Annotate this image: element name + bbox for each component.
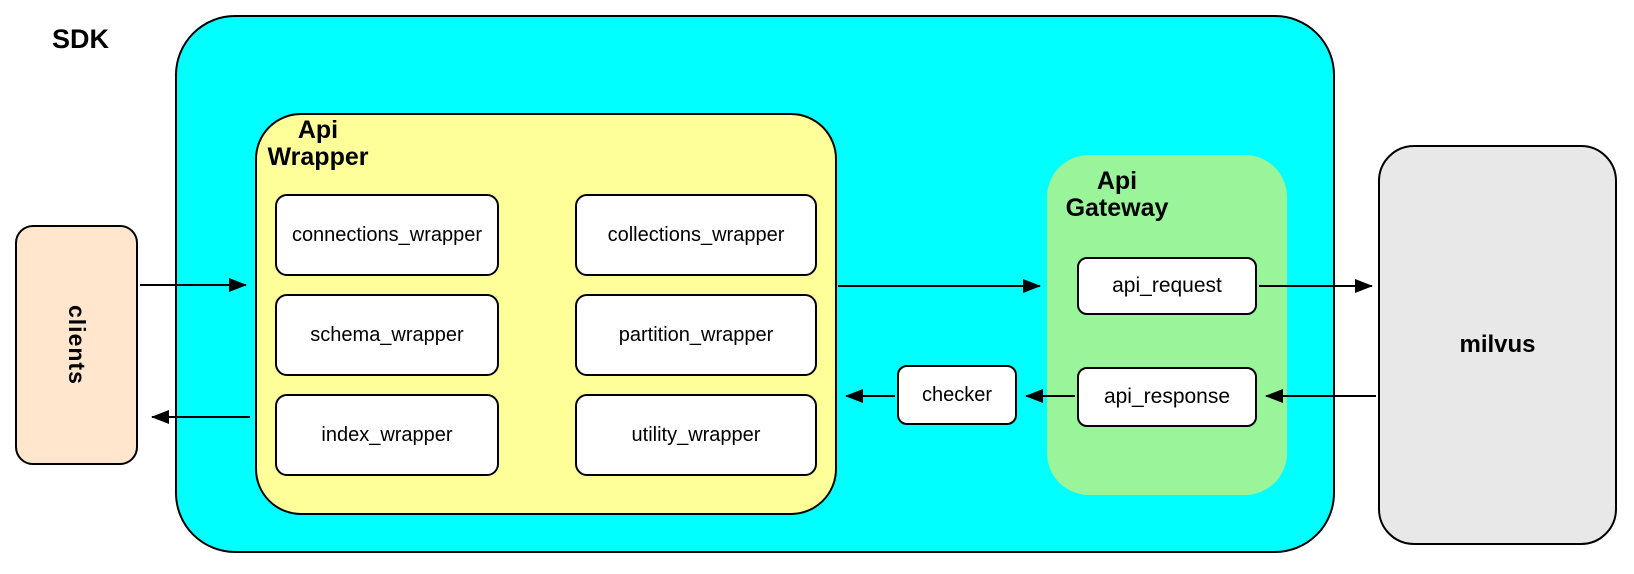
api-wrapper-modules: connections_wrapper collections_wrapper … bbox=[275, 194, 817, 476]
api-wrapper-label: Api Wrapper bbox=[267, 116, 369, 171]
milvus-node: milvus bbox=[1378, 145, 1617, 545]
module-collections-wrapper: collections_wrapper bbox=[575, 194, 817, 276]
module-utility-wrapper: utility_wrapper bbox=[575, 394, 817, 476]
checker-node: checker bbox=[897, 365, 1017, 425]
sdk-label: SDK bbox=[52, 24, 110, 54]
api-response-node: api_response bbox=[1077, 367, 1257, 427]
api-gateway-label: Api Gateway bbox=[1065, 167, 1169, 222]
api-gateway-container bbox=[1047, 155, 1287, 495]
clients-node: clients bbox=[15, 225, 138, 465]
module-connections-wrapper: connections_wrapper bbox=[275, 194, 499, 276]
clients-label: clients bbox=[64, 305, 90, 385]
module-partition-wrapper: partition_wrapper bbox=[575, 294, 817, 376]
module-index-wrapper: index_wrapper bbox=[275, 394, 499, 476]
module-schema-wrapper: schema_wrapper bbox=[275, 294, 499, 376]
api-request-node: api_request bbox=[1077, 257, 1257, 315]
